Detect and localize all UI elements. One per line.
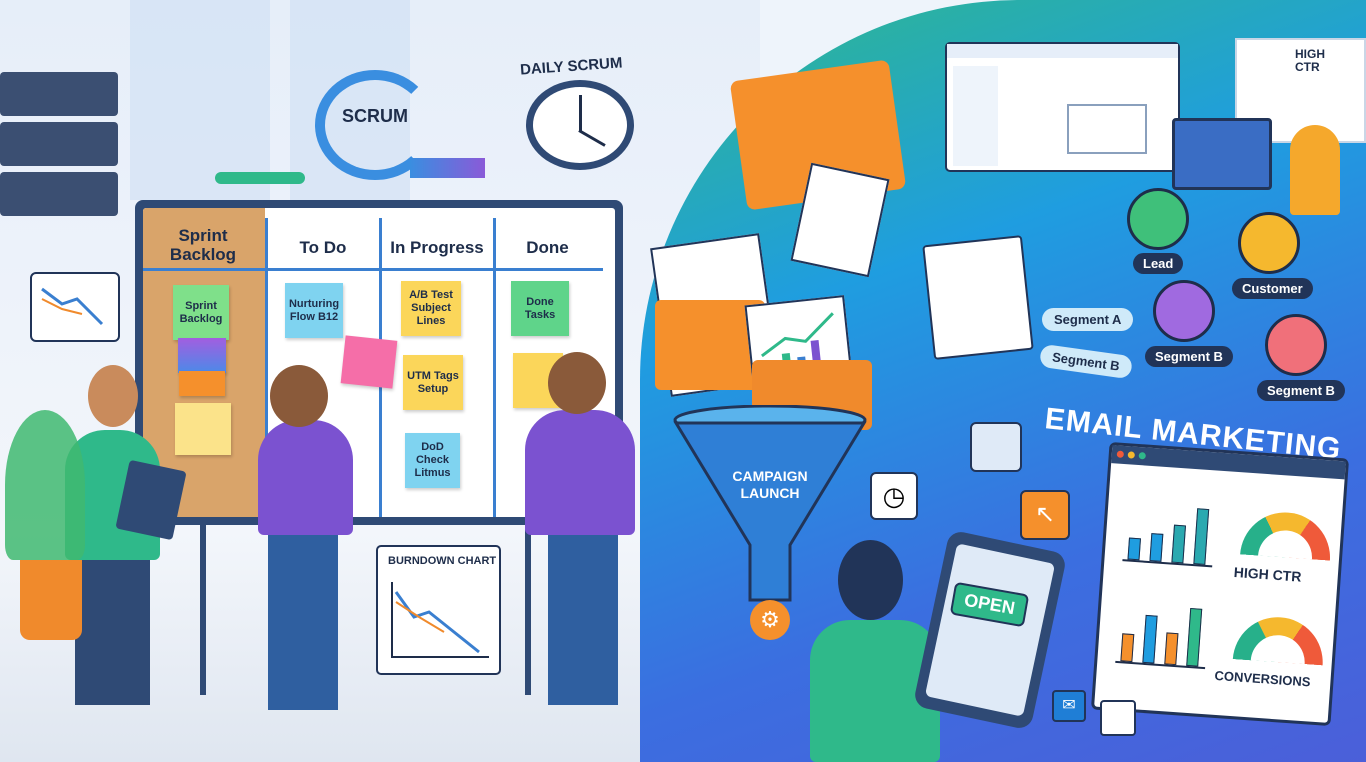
person-head [838,540,903,620]
sticky-note[interactable]: A/B Test Subject Lines [401,281,461,336]
segment-label-segment-b: Segment B [1257,380,1345,401]
person-team-member [525,410,635,535]
divider [265,218,268,517]
sticky-note[interactable] [179,371,225,396]
avatar-segment-b[interactable] [1153,280,1215,342]
segment-label-customer: Customer [1232,278,1313,299]
computer-monitor [1172,118,1272,190]
email-document-icon [922,235,1034,360]
segment-a-arrow: Segment A [1042,308,1134,331]
person-head [270,365,328,427]
sticky-note[interactable] [175,403,231,455]
person-at-desk [1290,125,1340,215]
gear-icon: ⚙ [750,600,790,640]
campaign-funnel-icon [673,405,867,602]
sticky-note[interactable]: Nurturing Flow B12 [285,283,343,338]
flow-arrow [215,172,305,184]
avatar-customer[interactable] [1238,212,1300,274]
column-header-sprint-backlog: Sprint Backlog [169,226,237,264]
segment-label-lead: Lead [1133,253,1184,274]
growth-chart-icon [1100,700,1136,736]
divider [143,268,603,271]
high-ctr-poster-label: HIGH CTR [1295,47,1325,74]
person-head [548,352,606,414]
sticky-note[interactable]: DoD Check Litmus [405,433,460,488]
board-stand [525,525,531,695]
sticky-note[interactable] [178,338,226,373]
ctr-gauge-icon [1240,509,1334,561]
board-stand [200,525,206,695]
divider [493,218,496,517]
sticky-note[interactable] [340,335,398,389]
scrum-cycle-icon [315,70,435,180]
burndown-chart-title: BURNDOWN CHART [388,555,497,567]
bar-chart-top [1122,501,1217,568]
bar-chart-bottom [1115,601,1210,670]
sticky-note[interactable]: Done Tasks [511,281,569,336]
window [130,0,270,200]
email-stack-icon [970,422,1022,472]
trend-down-chart-bubble [30,272,120,342]
burndown-line-chart [391,582,489,658]
clock-icon [526,80,634,170]
person-head [88,365,138,427]
conversions-gauge-icon [1232,614,1326,666]
column-header-in-progress: In Progress [390,238,484,257]
analytics-dashboard-window: HIGH CTR CONVERSIONS [1090,441,1350,727]
scrum-label: SCRUM [342,106,408,126]
column-header-to-do: To Do [299,238,347,257]
campaign-launch-label: CAMPAIGN LAUNCH [732,468,808,501]
person-legs [268,535,338,710]
column-header-done: Done [526,238,569,257]
segment-label-segment-b: Segment B [1145,346,1233,367]
plant-pot [20,560,82,640]
high-ctr-label: HIGH CTR [1233,563,1302,585]
burndown-chart-card: BURNDOWN CHART [376,545,501,675]
server-rack [0,72,118,222]
person-legs [75,560,150,705]
conversions-label: CONVERSIONS [1214,667,1311,690]
email-icon: ✉ [1052,690,1086,722]
sticky-note[interactable]: UTM Tags Setup [403,355,463,410]
avatar-segment-b[interactable] [1265,314,1327,376]
person-legs [548,535,618,705]
clock-schedule-icon: ◷ [870,472,918,520]
person-team-member [258,420,353,535]
sprint-arrow [410,158,485,178]
avatar-lead[interactable] [1127,188,1189,250]
cursor-click-icon: ↖ [1020,490,1070,540]
email-client-window [945,42,1180,172]
sticky-note[interactable]: Sprint Backlog [173,285,229,340]
plant-leaves [5,410,85,560]
